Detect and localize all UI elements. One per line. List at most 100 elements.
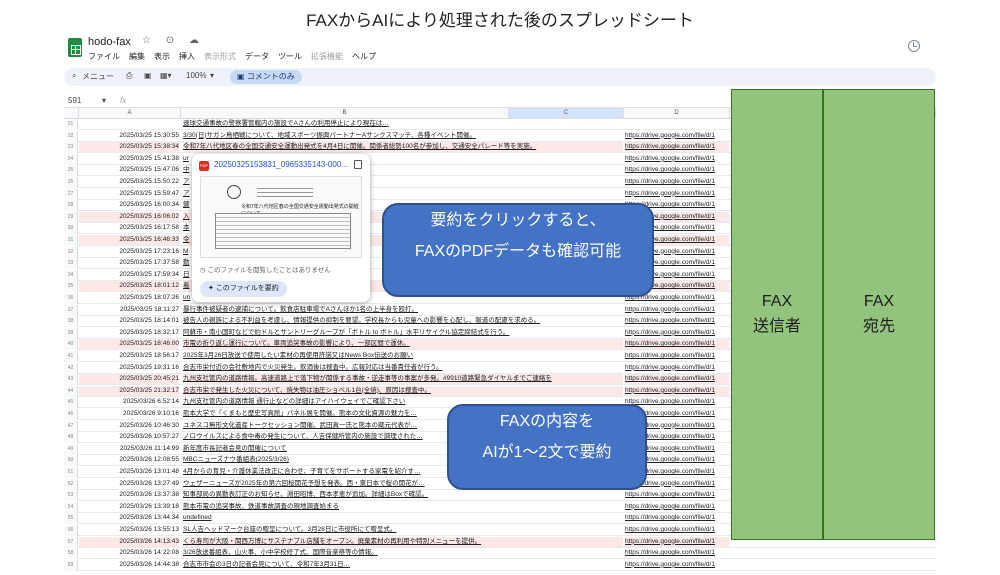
timestamp-cell[interactable]: 2025/03/26 13:55:13 <box>119 526 179 533</box>
timestamp-cell[interactable]: 2025/03/26 11:14:99 <box>119 444 179 452</box>
file-url-cell[interactable]: https://drive.google.com/file/d/1 <box>625 328 715 336</box>
star-move-cloud-icons[interactable]: ☆ ⊙ ☁ <box>142 35 205 46</box>
timestamp-cell[interactable]: 2025/03/25 17:23:16 <box>119 247 179 255</box>
summary-cell[interactable]: 合志市栄で発生した火災について、焼失物は油圧ショベル1台(全焼)、原因は捜査中。 <box>183 385 623 396</box>
menu-item[interactable]: データ <box>245 52 269 61</box>
file-url-cell[interactable]: https://drive.google.com/file/d/1 <box>625 398 715 406</box>
sheets-logo-icon[interactable] <box>68 38 82 57</box>
timestamp-cell[interactable]: 2025/03/26 13:27:49 <box>119 479 179 487</box>
timestamp-cell[interactable]: 2025/03/26 13:39:18 <box>119 502 179 510</box>
file-url-cell[interactable]: https://drive.google.com/file/d/1 <box>625 142 729 153</box>
file-url-cell[interactable]: https://drive.google.com/file/d/1 <box>625 491 715 499</box>
file-url-cell[interactable]: https://drive.google.com/file/d/1 <box>625 166 715 174</box>
timestamp-cell[interactable]: 2025/03/25 16:17:58 <box>119 224 179 232</box>
file-url-cell[interactable]: https://drive.google.com/file/d/1 <box>625 479 715 487</box>
timestamp-cell[interactable]: 2025/03/25 15:50:22 <box>119 178 179 185</box>
summary-cell[interactable]: 九州支社管内の道路情報 通行止などの詳細はアイハイウェイでご確認下さい <box>183 398 406 406</box>
summary-cell[interactable]: MBCニューズナウ番組表(2025/3/26) <box>183 456 289 464</box>
name-box[interactable]: 591 <box>68 96 82 105</box>
summary-cell[interactable]: 熊本市電の追突事故、鉄道事故調査の現地調査始まる <box>183 502 339 510</box>
timestamp-cell[interactable]: 2025/03/26 13:37:38 <box>119 491 179 499</box>
summary-cell[interactable]: 熊本大学で「くまもと歴史写真館」パネル展を開催。熊本の文化資源の魅力を… <box>183 410 417 417</box>
timestamp-cell[interactable]: 2025/03/25 18:46:00 <box>79 339 179 350</box>
menu-item[interactable]: 挿入 <box>179 52 195 61</box>
summary-cell[interactable]: 新年度市長記者会見の開催について <box>183 444 287 452</box>
summary-cell[interactable]: 市電の折り返し運行について。車両追突事故の影響により、一部区間で運休。 <box>183 339 623 350</box>
timestamp-cell[interactable]: 2025/03/25 15:41:38 <box>119 154 179 162</box>
file-url-cell[interactable]: https://drive.google.com/file/d/1 <box>625 247 715 255</box>
comment-add-icon[interactable]: ▣ <box>144 71 152 80</box>
select-all-corner[interactable] <box>64 108 79 119</box>
timestamp-cell[interactable]: 2025/03/25 18:01:12 <box>79 281 179 292</box>
pdf-file-link[interactable]: 20250325153831_0965335143-000… <box>214 160 350 169</box>
timestamp-cell[interactable]: 2025/03/26 14:13:43 <box>79 536 179 547</box>
summary-cell[interactable]: 阿蘇市・南小国町などで約ドルとサントリーグループが「ボトル to ボトル」水平リ… <box>183 328 510 336</box>
summary-cell[interactable]: SL人吉ヘッドマーク台座の贈呈について。3月28日に市役所にて贈呈式。 <box>183 526 397 533</box>
doc-title[interactable]: hodo-fax <box>88 36 131 48</box>
summary-cell[interactable]: ア <box>183 178 190 185</box>
summary-cell[interactable]: 4月からの育児・介護休業法改正に合わせ、子育てをサポートする家電を紹介す… <box>183 468 421 475</box>
timestamp-cell[interactable]: 2025/03/26 13:01:48 <box>119 468 179 475</box>
timestamp-cell[interactable]: 2025/03/25 16:46:33 <box>79 235 179 245</box>
file-url-cell[interactable]: https://drive.google.com/file/d/1 <box>625 536 729 547</box>
history-icon[interactable] <box>908 40 920 52</box>
chevron-down-icon[interactable]: ▾ <box>210 71 215 80</box>
summary-cell[interactable]: くら寿司が大阪・関西万博にサステナブル店舗をオープン。廃棄素材の再利用や特別メニ… <box>183 536 623 547</box>
timestamp-cell[interactable]: 2025/03/26 14:44:38 <box>119 560 179 568</box>
summary-cell[interactable]: 動 <box>183 259 190 267</box>
timestamp-cell[interactable]: 2025/03/26 9:10:16 <box>122 410 179 417</box>
comment-mode-button[interactable]: ▣ コメントのみ <box>230 70 302 84</box>
timestamp-cell[interactable]: 2025/03/25 15:38:34 <box>79 142 179 153</box>
summary-cell[interactable]: undefined <box>183 514 212 522</box>
summary-cell[interactable]: 知事部局の異動表訂正のお知らせ。淵田昭博、西本孝恵が追加。詳細はBoxで確認。 <box>183 491 429 499</box>
image-icon[interactable]: ▦▾ <box>160 71 172 80</box>
file-url-cell[interactable]: https://drive.google.com/file/d/1 <box>625 201 715 209</box>
timestamp-cell[interactable]: 2025/03/26 13:44:34 <box>119 514 179 522</box>
summary-cell[interactable]: 3/26放送番組表、山火事、小中学校修了式、国際音楽祭等の情報。 <box>183 549 378 557</box>
file-url-cell[interactable]: https://drive.google.com/file/d/1 <box>625 294 715 301</box>
summary-cell[interactable]: 合志市栄付近の会社敷地内で火災発生。飲酒後は搜査中。広報対応は当番責任者が行う。 <box>183 363 443 371</box>
file-url-cell[interactable]: https://drive.google.com/file/d/1 <box>625 560 715 568</box>
column-header-d[interactable]: D <box>624 108 730 119</box>
timestamp-cell[interactable]: 2025/03/25 17:59:34 <box>119 270 179 278</box>
file-url-cell[interactable]: https://drive.google.com/file/d/1 <box>625 154 715 162</box>
file-url-cell[interactable]: https://drive.google.com/file/d/1 <box>625 259 715 267</box>
menu-item[interactable]: ヘルプ <box>352 52 376 61</box>
summary-cell[interactable]: M <box>183 247 189 255</box>
timestamp-cell[interactable]: 2025/03/25 16:00:34 <box>119 201 179 209</box>
timestamp-cell[interactable]: 2025/03/25 19:31:16 <box>119 363 179 371</box>
timestamp-cell[interactable]: 2025/03/26 10:57:27 <box>119 433 179 441</box>
timestamp-cell[interactable]: 2025/03/25 18:32:17 <box>119 328 179 336</box>
summary-cell[interactable]: 暴行事件被疑者の逮捕について。飲食店駐車場でAさんほか1名の上半身を殴打。 <box>183 305 419 313</box>
timestamp-cell[interactable]: 2025/03/25 18:11:27 <box>119 305 179 313</box>
summary-cell[interactable]: 3/30(日)サガン鳥栖戦について、地域スポーツ振興パートナーAサンクスマッチ、… <box>183 131 476 139</box>
summary-cell[interactable]: ウェザーニューズが2025年の第六回桜開花予想を発表。西・東日本で桜の開花が… <box>183 479 425 487</box>
file-url-cell[interactable]: https://drive.google.com/file/d/1 <box>625 549 715 557</box>
file-url-cell[interactable]: https://drive.google.com/file/d/1 <box>625 235 729 245</box>
file-url-cell[interactable]: https://drive.google.com/file/d/1 <box>625 410 715 417</box>
summary-cell[interactable]: 中 <box>183 166 190 174</box>
menu-item[interactable]: 表示 <box>154 52 170 61</box>
file-url-cell[interactable]: https://drive.google.com/file/d/1 <box>625 281 729 292</box>
timestamp-cell[interactable]: 2025/03/25 15:30:55 <box>119 131 179 139</box>
file-url-cell[interactable]: https://drive.google.com/file/d/1 <box>625 385 729 396</box>
timestamp-cell[interactable]: 2025/03/25 15:47:06 <box>119 166 179 174</box>
summary-cell[interactable]: 日 <box>183 270 190 278</box>
print-icon[interactable]: ⎙ <box>126 71 133 80</box>
file-url-cell[interactable]: https://drive.google.com/file/d/1 <box>625 502 715 510</box>
column-header-a[interactable]: A <box>79 108 181 119</box>
summary-cell[interactable]: 2025年3月26日放送で使用したい素材の再使用許諾又はNews Box伝送のお… <box>183 352 414 359</box>
timestamp-cell[interactable]: 2025/03/25 15:59:47 <box>119 189 179 197</box>
file-url-cell[interactable]: https://drive.google.com/file/d/1 <box>625 374 729 385</box>
